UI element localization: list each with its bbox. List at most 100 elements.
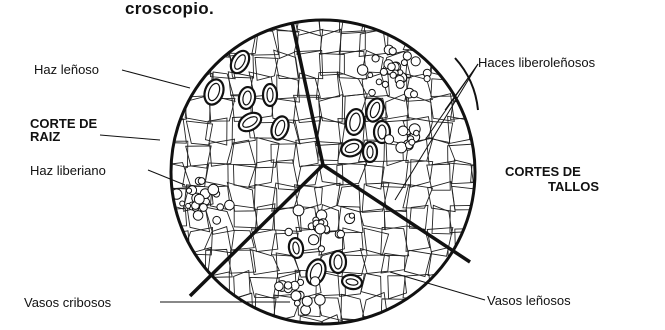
phloem-cell <box>309 235 319 245</box>
label-cortes-tallos-line2: TALLOS <box>548 180 599 193</box>
phloem-cell <box>385 135 394 144</box>
phloem-cell <box>315 295 326 306</box>
parenchyma-cell <box>406 226 430 251</box>
parenchyma-cell <box>249 160 274 187</box>
caption-text: croscopio. <box>125 0 214 17</box>
phloem-cell <box>411 57 420 66</box>
leader-haz-liberiano <box>148 170 185 185</box>
parenchyma-cell <box>381 253 405 273</box>
xylem-vessel <box>334 255 342 269</box>
phloem-cell <box>275 282 284 291</box>
parenchyma-cell <box>425 14 455 30</box>
parenchyma-cell <box>383 314 409 330</box>
label-haz-lenoso: Haz leñoso <box>34 63 99 76</box>
parenchyma-cell <box>255 57 278 80</box>
parenchyma-cell <box>428 182 455 212</box>
phloem-cell <box>414 130 420 136</box>
phloem-cell <box>390 72 396 78</box>
parenchyma-cell <box>249 319 275 330</box>
phloem-cell <box>294 300 300 306</box>
parenchyma-cell <box>257 138 279 168</box>
phloem-cell <box>396 80 404 88</box>
phloem-cell <box>225 200 235 210</box>
parenchyma-cell <box>233 315 257 330</box>
xylem-vessel <box>267 88 273 102</box>
xylem-vessel <box>367 146 373 158</box>
parenchyma-cell <box>425 317 454 330</box>
leader-corte-raiz <box>100 135 160 140</box>
parenchyma-cell <box>186 294 212 319</box>
parenchyma-cell <box>337 161 367 185</box>
parenchyma-cell <box>472 189 497 212</box>
phloem-cell <box>208 184 219 195</box>
phloem-cell <box>396 142 407 153</box>
label-haces-liberolenosos: Haces liberoleñosos <box>478 56 595 69</box>
parenchyma-cell <box>470 118 497 146</box>
parenchyma-cell <box>165 292 186 321</box>
parenchyma-cell <box>432 300 452 320</box>
phloem-cell <box>311 277 320 286</box>
parenchyma-cell <box>210 139 235 166</box>
phloem-cell <box>285 228 292 235</box>
parenchyma-cell <box>187 314 210 330</box>
phloem-cell <box>213 216 221 224</box>
parenchyma-cell <box>470 36 495 55</box>
parenchyma-cell <box>447 314 476 330</box>
phloem-cell <box>376 79 382 85</box>
parenchyma-cell <box>448 299 476 319</box>
phloem-cell <box>302 296 312 306</box>
label-corte-raiz-line2: RAIZ <box>30 130 60 143</box>
parenchyma-cell <box>209 318 231 330</box>
parenchyma-cell <box>469 99 498 120</box>
parenchyma-cell <box>403 274 431 298</box>
phloem-cell <box>369 89 376 96</box>
parenchyma-cell <box>168 72 191 100</box>
phloem-cell <box>337 230 344 237</box>
parenchyma-cell <box>406 320 433 330</box>
phloem-cell <box>291 291 301 301</box>
parenchyma-cell <box>230 11 257 36</box>
label-haz-liberiano: Haz liberiano <box>30 164 106 177</box>
phloem-cell <box>217 204 224 211</box>
parenchyma-cell <box>230 293 253 322</box>
parenchyma-cell <box>404 7 430 36</box>
parenchyma-cell <box>232 230 255 250</box>
parenchyma-cell <box>205 227 232 253</box>
phloem-cell <box>380 68 387 75</box>
phloem-cell <box>186 188 191 193</box>
parenchyma-cell <box>403 29 425 51</box>
parenchyma-cell <box>320 29 340 54</box>
phloem-cell <box>403 52 411 60</box>
parenchyma-cell <box>162 208 187 226</box>
divider-right <box>323 165 470 262</box>
parenchyma-cell <box>427 29 449 56</box>
phloem-cell <box>186 203 191 208</box>
phloem-cell <box>318 246 324 252</box>
parenchyma-cell <box>470 229 495 255</box>
phloem-cell <box>315 224 325 234</box>
phloem-cell <box>194 194 204 204</box>
parenchyma-cell <box>166 36 185 59</box>
parenchyma-cell <box>382 13 404 31</box>
parenchyma-cell <box>469 249 496 273</box>
parenchyma-cell <box>381 227 409 255</box>
label-cortes-tallos-line1: CORTES DE <box>505 165 581 178</box>
phloem-cell <box>293 205 304 216</box>
parenchyma-cell <box>404 250 431 276</box>
parenchyma-cell <box>315 183 341 212</box>
phloem-cell <box>389 48 396 55</box>
leader-haz-lenoso <box>122 70 190 88</box>
parenchyma-cell <box>469 8 494 36</box>
parenchyma-cell <box>209 28 228 56</box>
phloem-cell <box>424 76 430 82</box>
phloem-cell <box>193 211 203 221</box>
parenchyma-cell <box>210 293 232 321</box>
parenchyma-cell <box>205 163 228 186</box>
parenchyma-cell <box>342 228 363 253</box>
parenchyma-cell <box>161 250 191 275</box>
parenchyma-cell <box>447 31 475 53</box>
parenchyma-cell <box>297 165 320 186</box>
parenchyma-cell <box>185 30 206 57</box>
parenchyma-cell <box>474 320 497 330</box>
